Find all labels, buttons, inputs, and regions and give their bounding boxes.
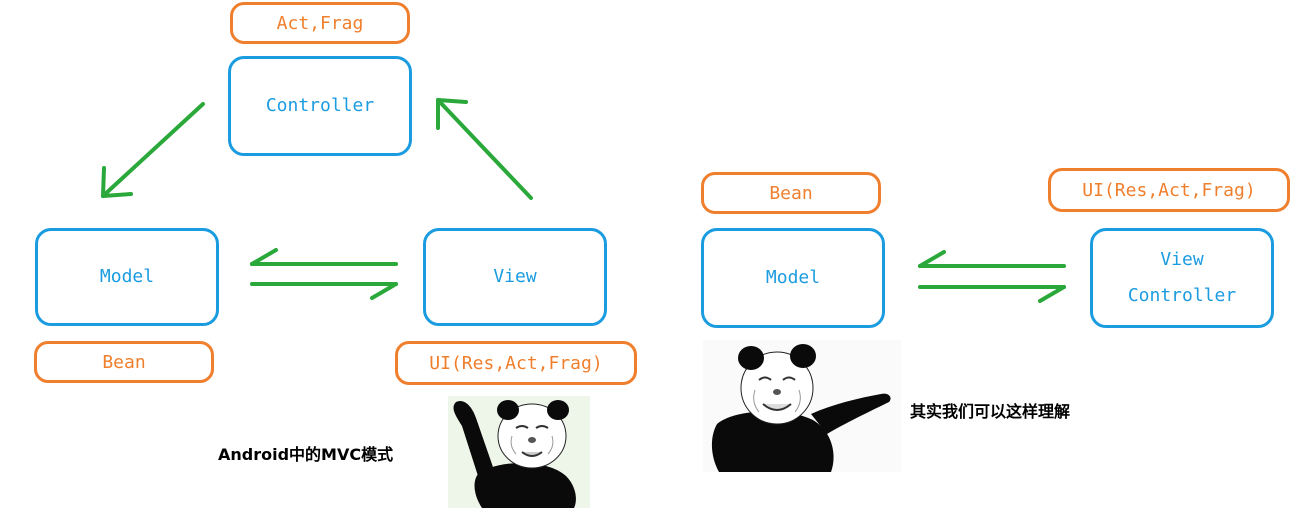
panda-meme-pointing-right-icon bbox=[703, 340, 901, 472]
view-tag: UI(Res,Act,Frag) bbox=[395, 341, 637, 385]
right-view-controller-tag: UI(Res,Act,Frag) bbox=[1048, 168, 1290, 212]
arrow-model-to-view bbox=[250, 282, 398, 300]
arrow-view-to-model bbox=[250, 248, 398, 266]
panda-meme-pointing-up-icon bbox=[448, 396, 590, 508]
arrow-view-to-controller bbox=[436, 98, 533, 200]
model-box: Model bbox=[35, 228, 219, 326]
view-controller-box: View Controller bbox=[1090, 228, 1274, 328]
arrow-view-controller-to-model bbox=[918, 250, 1066, 268]
right-model-tag: Bean bbox=[701, 172, 881, 214]
right-caption: 其实我们可以这样理解 bbox=[910, 402, 1071, 421]
left-caption: Android中的MVC模式 bbox=[218, 445, 394, 464]
view-box: View bbox=[423, 228, 607, 326]
controller-box: Controller bbox=[228, 56, 412, 156]
model-tag: Bean bbox=[34, 341, 214, 383]
arrow-model-to-view-controller bbox=[918, 285, 1066, 303]
controller-tag: Act,Frag bbox=[230, 2, 410, 44]
right-model-box: Model bbox=[701, 228, 885, 328]
arrow-controller-to-model bbox=[101, 102, 205, 198]
